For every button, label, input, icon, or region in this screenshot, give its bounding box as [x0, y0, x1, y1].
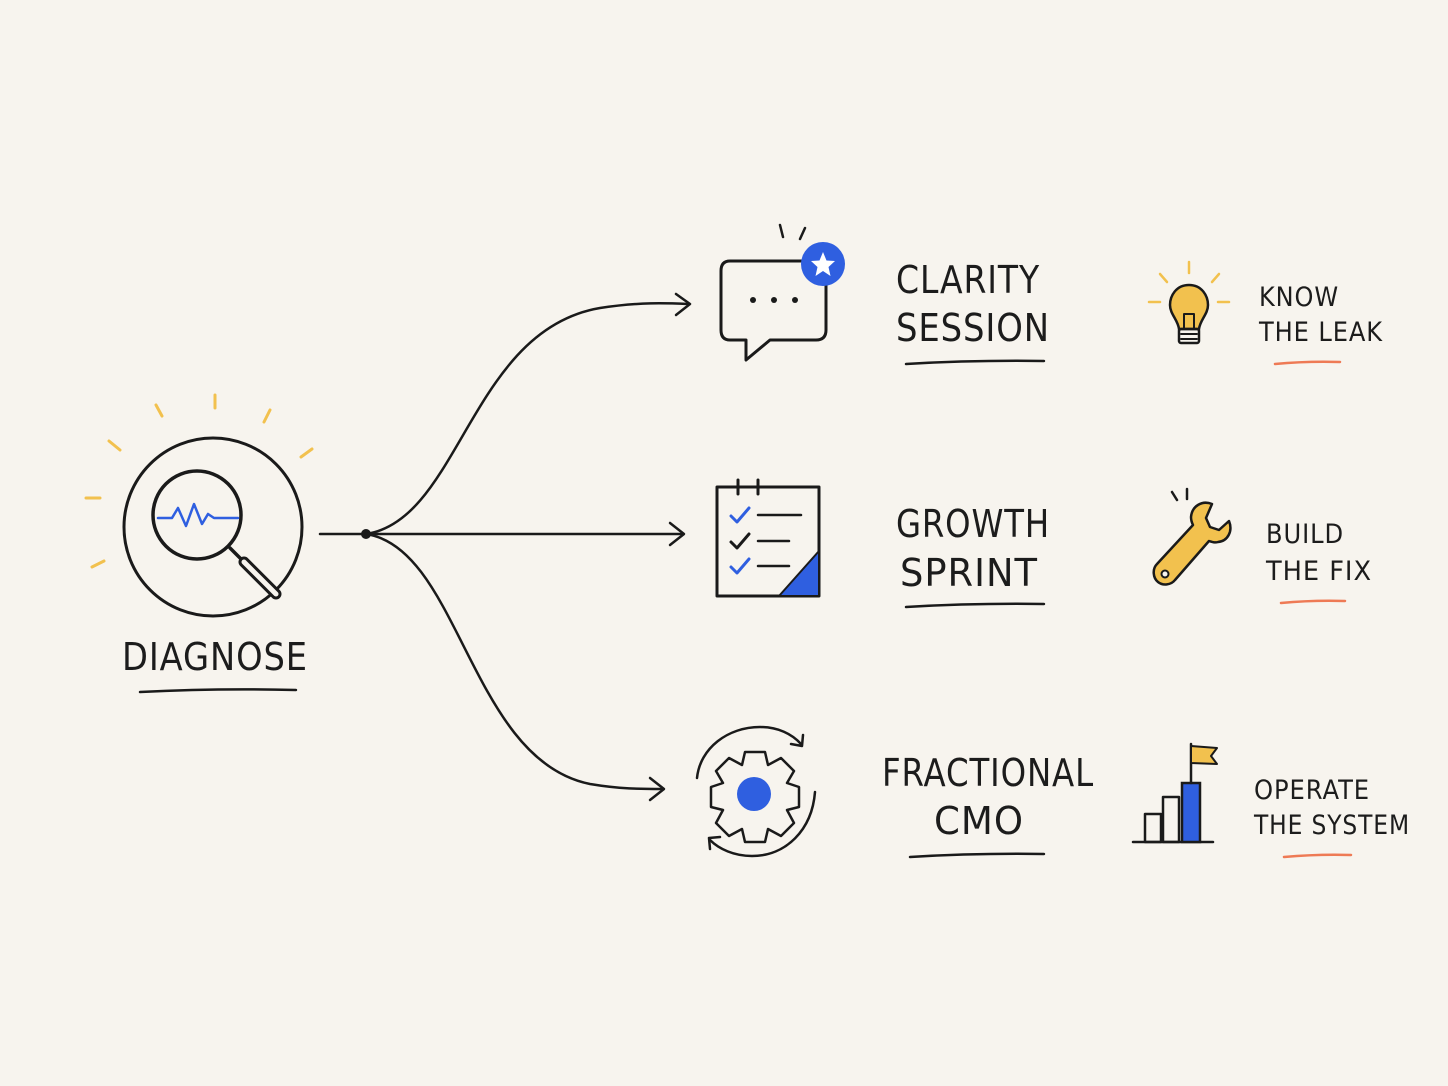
- growth-underline: [904, 602, 1046, 609]
- connector-top: [364, 301, 690, 536]
- outcome-know-line2: THE LEAK: [1258, 317, 1383, 348]
- wrench-icon: [1152, 487, 1232, 586]
- outcome-operate-line1: OPERATE: [1254, 775, 1370, 806]
- offer-title-growth-line1: GROWTH: [896, 502, 1050, 546]
- branch-connectors: [318, 292, 692, 802]
- outcome-operate-line2: THE SYSTEM: [1253, 810, 1410, 841]
- chat-bubble-star-icon: [719, 223, 845, 362]
- fractional-underline: [908, 852, 1046, 859]
- build-underline: [1279, 599, 1347, 605]
- connector-bottom: [364, 532, 664, 791]
- offer-title-clarity-line1: CLARITY: [896, 258, 1040, 302]
- clarity-underline: [904, 359, 1046, 366]
- outcome-build-line1: BUILD: [1266, 519, 1344, 550]
- diagnose-label: DIAGNOSE: [122, 635, 308, 679]
- offer-title-fractional-line1: FRACTIONAL: [882, 751, 1094, 795]
- offer-title-growth-line2: SPRINT: [900, 551, 1038, 595]
- diagnose-icon: [84, 393, 314, 618]
- lightbulb-icon: [1147, 260, 1231, 345]
- diagnose-underline: [138, 688, 298, 694]
- offer-title-fractional-line2: CMO: [934, 799, 1024, 843]
- offer-title-clarity-line2: SESSION: [896, 306, 1050, 350]
- bar-chart-flag-icon: [1131, 742, 1218, 844]
- operate-underline: [1282, 853, 1353, 859]
- outcome-know-line1: KNOW: [1259, 282, 1339, 313]
- gear-cycle-icon: [695, 725, 817, 858]
- know-underline: [1273, 360, 1342, 366]
- checklist-icon: [715, 478, 821, 598]
- outcome-build-line2: THE FIX: [1265, 556, 1372, 587]
